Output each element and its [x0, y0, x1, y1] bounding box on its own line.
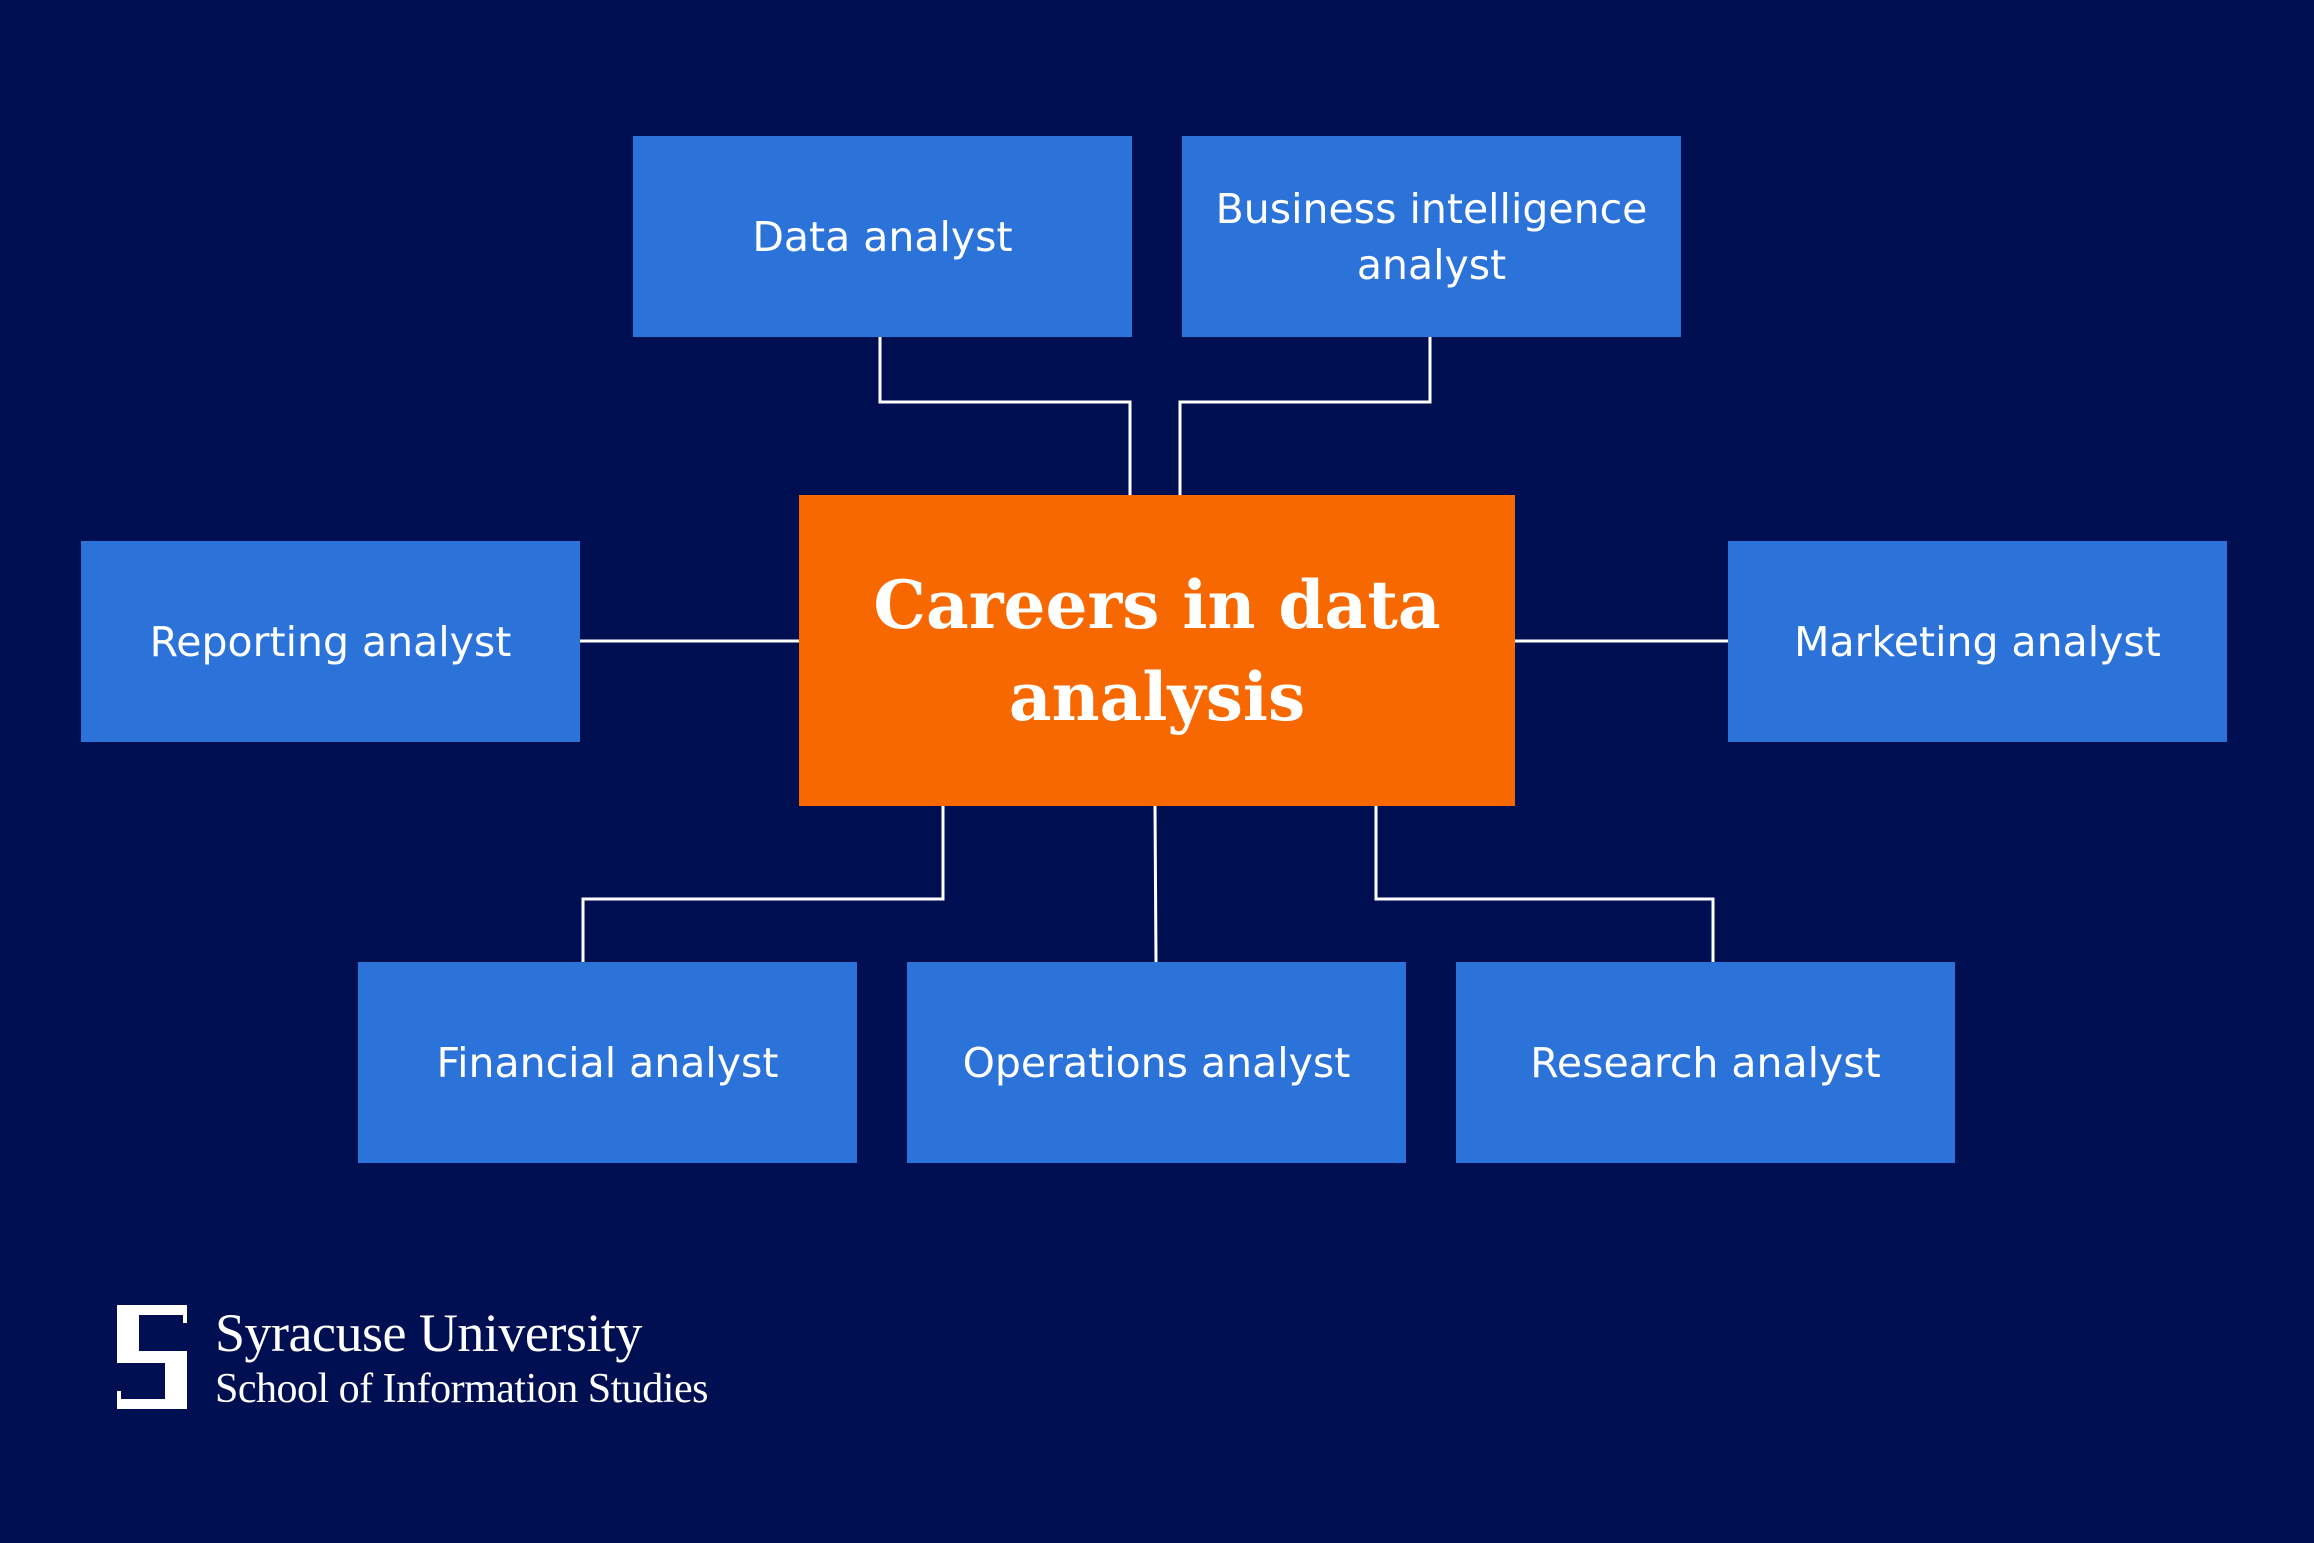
business-intelligence-analyst-box: Business intelligence analyst	[1182, 136, 1681, 337]
connector-data-analyst	[878, 337, 1132, 495]
syracuse-logo: Syracuse University School of Informatio…	[113, 1303, 708, 1415]
research-analyst-box: Research analyst	[1456, 962, 1955, 1163]
reporting-analyst-label: Reporting analyst	[149, 617, 512, 666]
operations-analyst-label: Operations analyst	[962, 1038, 1351, 1087]
operations-analyst-box: Operations analyst	[907, 962, 1406, 1163]
reporting-analyst-box: Reporting analyst	[81, 541, 580, 742]
marketing-analyst-label: Marketing analyst	[1794, 617, 2161, 666]
financial-analyst-box: Financial analyst	[358, 962, 857, 1163]
data-analyst-label: Data analyst	[752, 212, 1013, 261]
marketing-analyst-box: Marketing analyst	[1728, 541, 2227, 742]
connector-financial-analyst	[581, 806, 945, 962]
connector-bi-analyst	[1178, 337, 1432, 495]
school-name: School of Information Studies	[215, 1366, 708, 1412]
connector-research-analyst	[1374, 806, 1715, 962]
logo-text: Syracuse University School of Informatio…	[215, 1303, 708, 1415]
center-topic-box: Careers in data analysis	[799, 495, 1515, 806]
center-topic-label: Careers in data analysis	[873, 565, 1441, 736]
university-name: Syracuse University	[215, 1303, 642, 1363]
data-analyst-box: Data analyst	[633, 136, 1132, 337]
block-s-icon	[117, 1305, 187, 1409]
business-intelligence-analyst-label: Business intelligence analyst	[1215, 184, 1648, 289]
connector-operations-analyst	[1153, 805, 1158, 963]
financial-analyst-label: Financial analyst	[436, 1038, 779, 1087]
research-analyst-label: Research analyst	[1530, 1038, 1881, 1087]
